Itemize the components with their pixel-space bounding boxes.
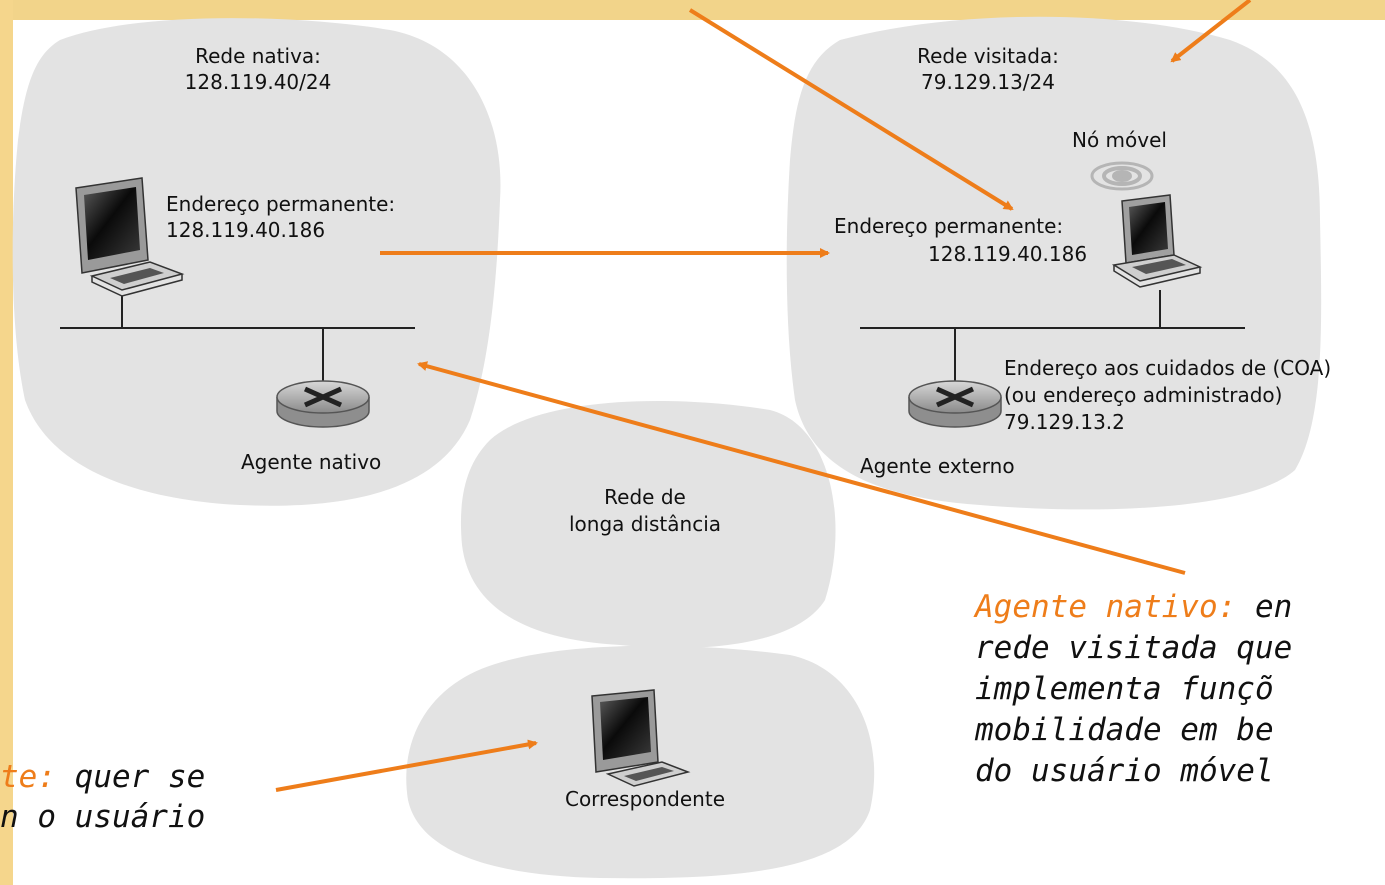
callout-right-line3: implementa funçõ: [975, 671, 1274, 707]
callout-right-line1-text: en: [1236, 589, 1293, 625]
home-network-cloud: [12, 18, 501, 506]
home-host-permanent-label: Endereço permanente:: [166, 192, 396, 216]
correspondent-desktop-computer-icon: [591, 689, 691, 787]
mobile-permanent-address: 128.119.40.186: [928, 242, 1088, 266]
arrow-to-visited-network: [1170, 0, 1252, 63]
callout-left-line2: n o usuário: [0, 799, 206, 835]
home-host-desktop-computer-icon: [75, 177, 185, 297]
coa-label-line2: (ou endereço administrado): [1004, 383, 1283, 407]
home-network-title: Rede nativa:: [195, 44, 321, 68]
correspondent-label: Correspondente: [564, 787, 725, 811]
wan-label-line2: longa distância: [568, 512, 722, 536]
mobile-node-label: Nó móvel: [1072, 128, 1167, 152]
callout-left-line1-text: quer se: [56, 759, 206, 795]
arrow-to-home-agent: [417, 361, 1186, 575]
callout-right-line4: mobilidade em be: [975, 712, 1274, 748]
home-lan: [60, 296, 415, 385]
coa-address: 79.129.13.2: [1004, 410, 1125, 434]
callout-right-line5: do usuário móvel: [975, 753, 1274, 789]
wireless-signal-icon: [1090, 161, 1154, 191]
callout-right-line2: rede visitada que: [975, 630, 1293, 666]
visited-network-title: Rede visitada:: [917, 44, 1059, 68]
arrow-to-correspondent: [275, 739, 538, 792]
callout-right-keyword: Agente nativo:: [975, 589, 1237, 625]
foreign-agent-label: Agente externo: [860, 454, 1015, 478]
home-agent-router-icon: [276, 380, 370, 428]
coa-label-line1: Endereço aos cuidados de (COA): [1004, 356, 1332, 380]
home-network-prefix: 128.119.40/24: [184, 70, 332, 94]
visited-lan: [860, 290, 1245, 385]
callout-left-keyword: te:: [0, 759, 56, 795]
left-band: [0, 0, 13, 885]
visited-network-prefix: 79.129.13/24: [921, 70, 1055, 94]
home-agent-label: Agente nativo: [241, 450, 382, 474]
mobile-node-laptop-icon: [1111, 194, 1203, 288]
foreign-agent-router-icon: [908, 380, 1002, 428]
callout-right-line1: Agente nativo: en: [975, 590, 1292, 625]
mobile-permanent-label: Endereço permanente:: [834, 214, 1064, 238]
wan-label-line1: Rede de: [604, 485, 686, 509]
wide-area-network-cloud: [460, 401, 836, 648]
arrow-to-mobile-permanent-address: [688, 8, 1014, 211]
callout-left-line1: te: quer se: [0, 760, 205, 795]
home-host-permanent-address: 128.119.40.186: [166, 218, 326, 242]
